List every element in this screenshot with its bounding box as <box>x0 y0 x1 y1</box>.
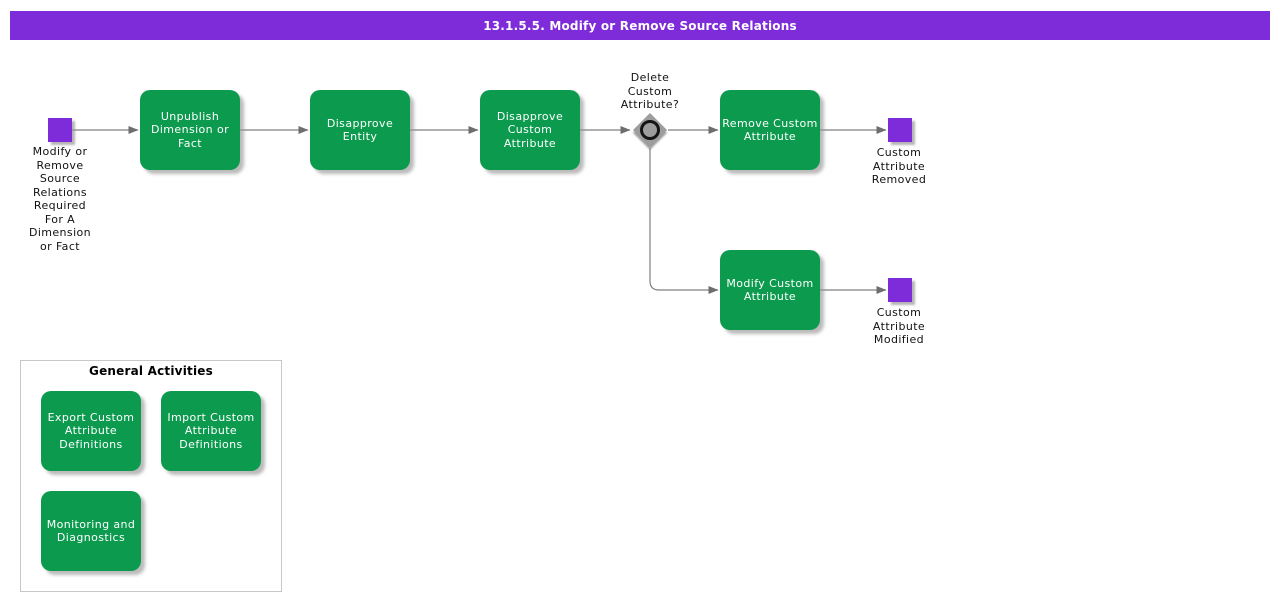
activity-unpublish-dimension-or-fact[interactable]: Unpublish Dimension or Fact <box>140 90 240 170</box>
start-node <box>48 118 72 142</box>
general-activities-title: General Activities <box>89 364 213 378</box>
activity-export-custom-attribute-definitions[interactable]: Export Custom Attribute Definitions <box>41 391 141 471</box>
activity-label: Disapprove Custom Attribute <box>496 109 564 150</box>
diagram-title-bar: 13.1.5.5. Modify or Remove Source Relati… <box>10 11 1270 40</box>
activity-label: Export Custom Attribute Definitions <box>47 410 135 451</box>
connector-decision-to-modify <box>649 148 719 294</box>
activity-label: Disapprove Entity <box>326 116 394 144</box>
start-node-label: Modify or Remove Source Relations Requir… <box>28 145 92 253</box>
end-node-modified <box>888 278 912 302</box>
activity-monitoring-and-diagnostics[interactable]: Monitoring and Diagnostics <box>41 491 141 571</box>
activity-label: Remove Custom Attribute <box>722 116 818 144</box>
activity-disapprove-custom-attribute[interactable]: Disapprove Custom Attribute <box>480 90 580 170</box>
end-node-modified-label: Custom Attribute Modified <box>872 306 926 346</box>
activity-disapprove-entity[interactable]: Disapprove Entity <box>310 90 410 170</box>
diagram-title: 13.1.5.5. Modify or Remove Source Relati… <box>483 18 797 33</box>
end-node-removed <box>888 118 912 142</box>
decision-circle-icon <box>640 120 660 140</box>
end-node-removed-label: Custom Attribute Removed <box>871 146 927 186</box>
decision-label: Delete Custom Attribute? <box>620 71 680 111</box>
activity-remove-custom-attribute[interactable]: Remove Custom Attribute <box>720 90 820 170</box>
activity-label: Monitoring and Diagnostics <box>46 517 136 545</box>
decision-delete-custom-attribute <box>633 113 667 147</box>
activity-label: Import Custom Attribute Definitions <box>167 410 255 451</box>
general-activities-panel: General Activities Export Custom Attribu… <box>20 360 282 592</box>
activity-modify-custom-attribute[interactable]: Modify Custom Attribute <box>720 250 820 330</box>
activity-label: Unpublish Dimension or Fact <box>150 109 230 150</box>
activity-import-custom-attribute-definitions[interactable]: Import Custom Attribute Definitions <box>161 391 261 471</box>
activity-label: Modify Custom Attribute <box>726 276 814 304</box>
